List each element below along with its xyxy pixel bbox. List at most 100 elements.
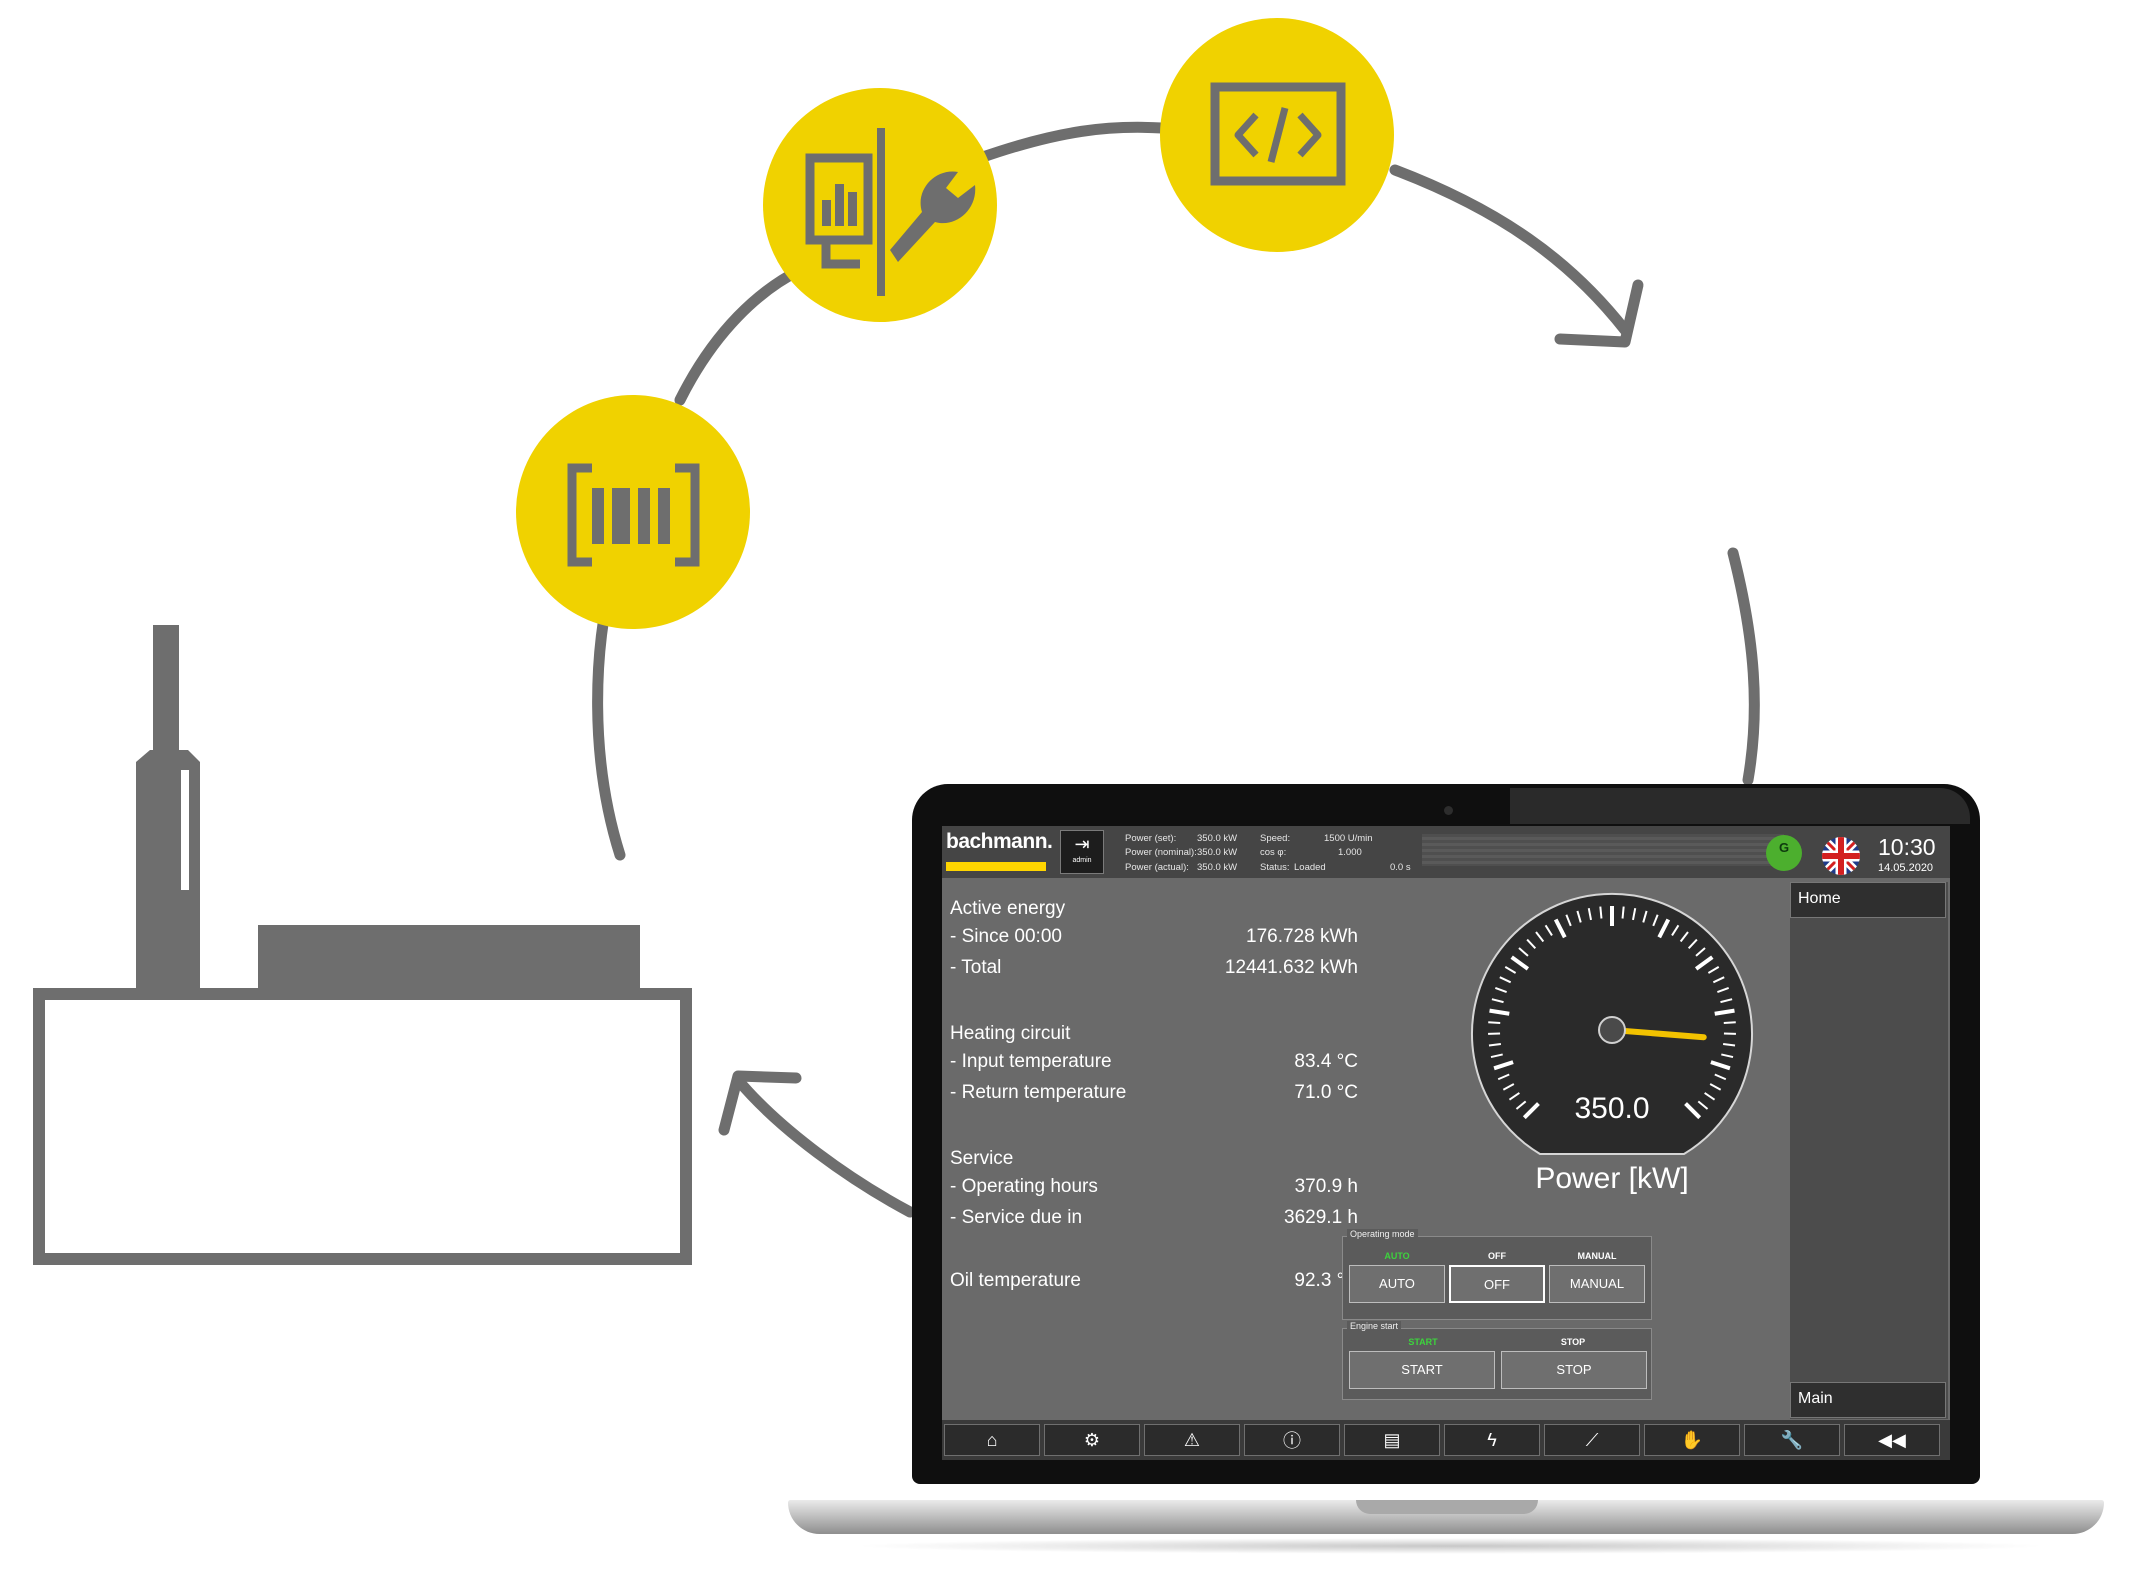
uk-flag-icon[interactable]	[1822, 837, 1860, 875]
gauge-tick	[1671, 924, 1680, 936]
power-nominal-label: Power (nominal):	[1125, 847, 1197, 858]
arc-segment	[974, 121, 1168, 164]
gauge-tick	[1490, 1053, 1503, 1059]
side-menu: Home Main	[1790, 882, 1948, 1419]
factory-icon	[33, 625, 692, 1265]
home-menu-item[interactable]: Home	[1790, 882, 1946, 918]
gauge-tick	[1687, 938, 1698, 950]
off-status: OFF	[1488, 1251, 1506, 1261]
service-title: Service	[950, 1148, 1014, 1169]
arc-segment	[1727, 547, 1760, 786]
start-status: START	[1408, 1337, 1438, 1347]
gauge-tick	[1491, 998, 1504, 1004]
power-set-label: Power (set):	[1125, 833, 1177, 844]
speed-label: Speed:	[1260, 833, 1291, 844]
status-stripes	[1422, 834, 1784, 866]
input-temp-value: 83.4 °C	[1294, 1051, 1358, 1072]
power-set-value: 350.0 kW	[1197, 833, 1238, 844]
arc-segment	[732, 1074, 916, 1218]
gauge-tick	[1684, 1102, 1702, 1120]
gauge-tick	[1502, 1083, 1515, 1091]
oil-temp-label: Oil temperature	[950, 1270, 1081, 1291]
camera-icon	[1444, 806, 1453, 815]
arrow-head-left	[718, 1070, 802, 1136]
gauge-tick	[1544, 924, 1553, 936]
alarm-icon[interactable]: ⚠	[1144, 1424, 1240, 1456]
gauge-needle	[1609, 1027, 1707, 1041]
gauge-label: Power [kW]	[1535, 1162, 1689, 1195]
generator-status-icon: G	[1766, 835, 1802, 871]
power-actual-value: 350.0 kW	[1197, 862, 1238, 873]
energy-total-value: 12441.632 kWh	[1224, 957, 1358, 978]
power-actual-label: Power (actual):	[1125, 862, 1189, 873]
energy-since-value: 176.728 kWh	[1246, 926, 1358, 947]
gauge-tick	[1657, 918, 1671, 939]
operating-hours-label: - Operating hours	[950, 1176, 1098, 1197]
energy-total-label: - Total	[950, 957, 1002, 978]
cos-phi-value: 1.000	[1338, 847, 1362, 858]
power-nominal-value: 350.0 kW	[1197, 847, 1238, 858]
gauge-tick	[1497, 1073, 1510, 1081]
gauge-tick	[1515, 1100, 1527, 1110]
header-bar: bachmann. ⇥ admin Power (set): 350.0 kW …	[942, 826, 1950, 878]
gears-icon[interactable]: ⚙	[1044, 1424, 1140, 1456]
heating-title: Heating circuit	[950, 1023, 1071, 1044]
oil-temp-value: 92.3 °C	[1294, 1270, 1358, 1291]
operating-hours-value: 370.9 h	[1294, 1176, 1358, 1197]
hand-icon[interactable]: ✋	[1644, 1424, 1740, 1456]
manual-button[interactable]: MANUAL	[1549, 1265, 1645, 1303]
clock-date: 14.05.2020	[1878, 862, 1934, 874]
gauge-tick	[1714, 1008, 1735, 1016]
gauge-tick	[1494, 987, 1507, 994]
gauge-tick	[1488, 1021, 1501, 1024]
status-label: Status:	[1260, 862, 1290, 873]
gauge-tick	[1599, 906, 1603, 919]
gauge-tick	[1488, 1043, 1502, 1047]
arc-segment	[674, 264, 806, 406]
login-icon: ⇥	[1074, 834, 1090, 854]
status-value: Loaded	[1294, 862, 1326, 873]
laptop-shadow	[850, 1538, 2050, 1554]
gauge-tick	[1510, 955, 1530, 971]
gauge-tick	[1714, 1073, 1727, 1081]
stop-status: STOP	[1560, 1337, 1586, 1347]
home-icon[interactable]: ⌂	[944, 1424, 1040, 1456]
hmi-screen: bachmann. ⇥ admin Power (set): 350.0 kW …	[942, 826, 1950, 1460]
engine-start-title: Engine start	[1347, 1321, 1402, 1331]
gauge-tick	[1723, 1021, 1736, 1024]
gauge-tick	[1565, 914, 1572, 927]
off-button[interactable]: OFF	[1449, 1265, 1545, 1303]
laptop-notch	[1356, 1500, 1538, 1514]
gauge-tick	[1722, 1043, 1736, 1047]
rewind-icon[interactable]: ◀◀	[1844, 1424, 1940, 1456]
stop-button[interactable]: STOP	[1501, 1351, 1647, 1389]
gauge-tick	[1489, 1008, 1510, 1016]
service-due-label: - Service due in	[950, 1207, 1083, 1228]
document-icon[interactable]: ▤	[1344, 1424, 1440, 1456]
wrench-icon[interactable]: 🔧	[1744, 1424, 1840, 1456]
info-icon[interactable]: ⓘ	[1244, 1424, 1340, 1456]
gauge-tick	[1493, 1060, 1514, 1071]
gauge-tick	[1652, 914, 1659, 927]
gauge-tick	[1526, 938, 1537, 950]
lightning-icon[interactable]: ϟ	[1444, 1424, 1540, 1456]
auto-status: AUTO	[1384, 1251, 1410, 1261]
gauge-value: 350.0	[1574, 1092, 1649, 1125]
operating-mode-panel: Operating mode AUTO OFF MANUAL AUTO OFF …	[1342, 1229, 1652, 1320]
gauge-tick	[1707, 966, 1720, 974]
gauge-tick	[1621, 906, 1625, 919]
return-temp-label: - Return temperature	[950, 1082, 1127, 1103]
gauge-tick	[1704, 1092, 1716, 1101]
operating-mode-title: Operating mode	[1347, 1229, 1418, 1239]
auto-button[interactable]: AUTO	[1349, 1265, 1445, 1303]
start-button[interactable]: START	[1349, 1351, 1495, 1389]
power-gauge: 350.0	[1471, 892, 1753, 1155]
main-menu-item[interactable]: Main	[1790, 1382, 1946, 1418]
gauge-tick	[1499, 976, 1512, 984]
gauge-tick	[1709, 1083, 1722, 1091]
timer-value: 0.0 s	[1390, 862, 1411, 873]
chart-icon[interactable]: ⟋	[1544, 1424, 1640, 1456]
login-button[interactable]: ⇥ admin	[1060, 830, 1104, 874]
arc-segment	[1389, 164, 1631, 336]
